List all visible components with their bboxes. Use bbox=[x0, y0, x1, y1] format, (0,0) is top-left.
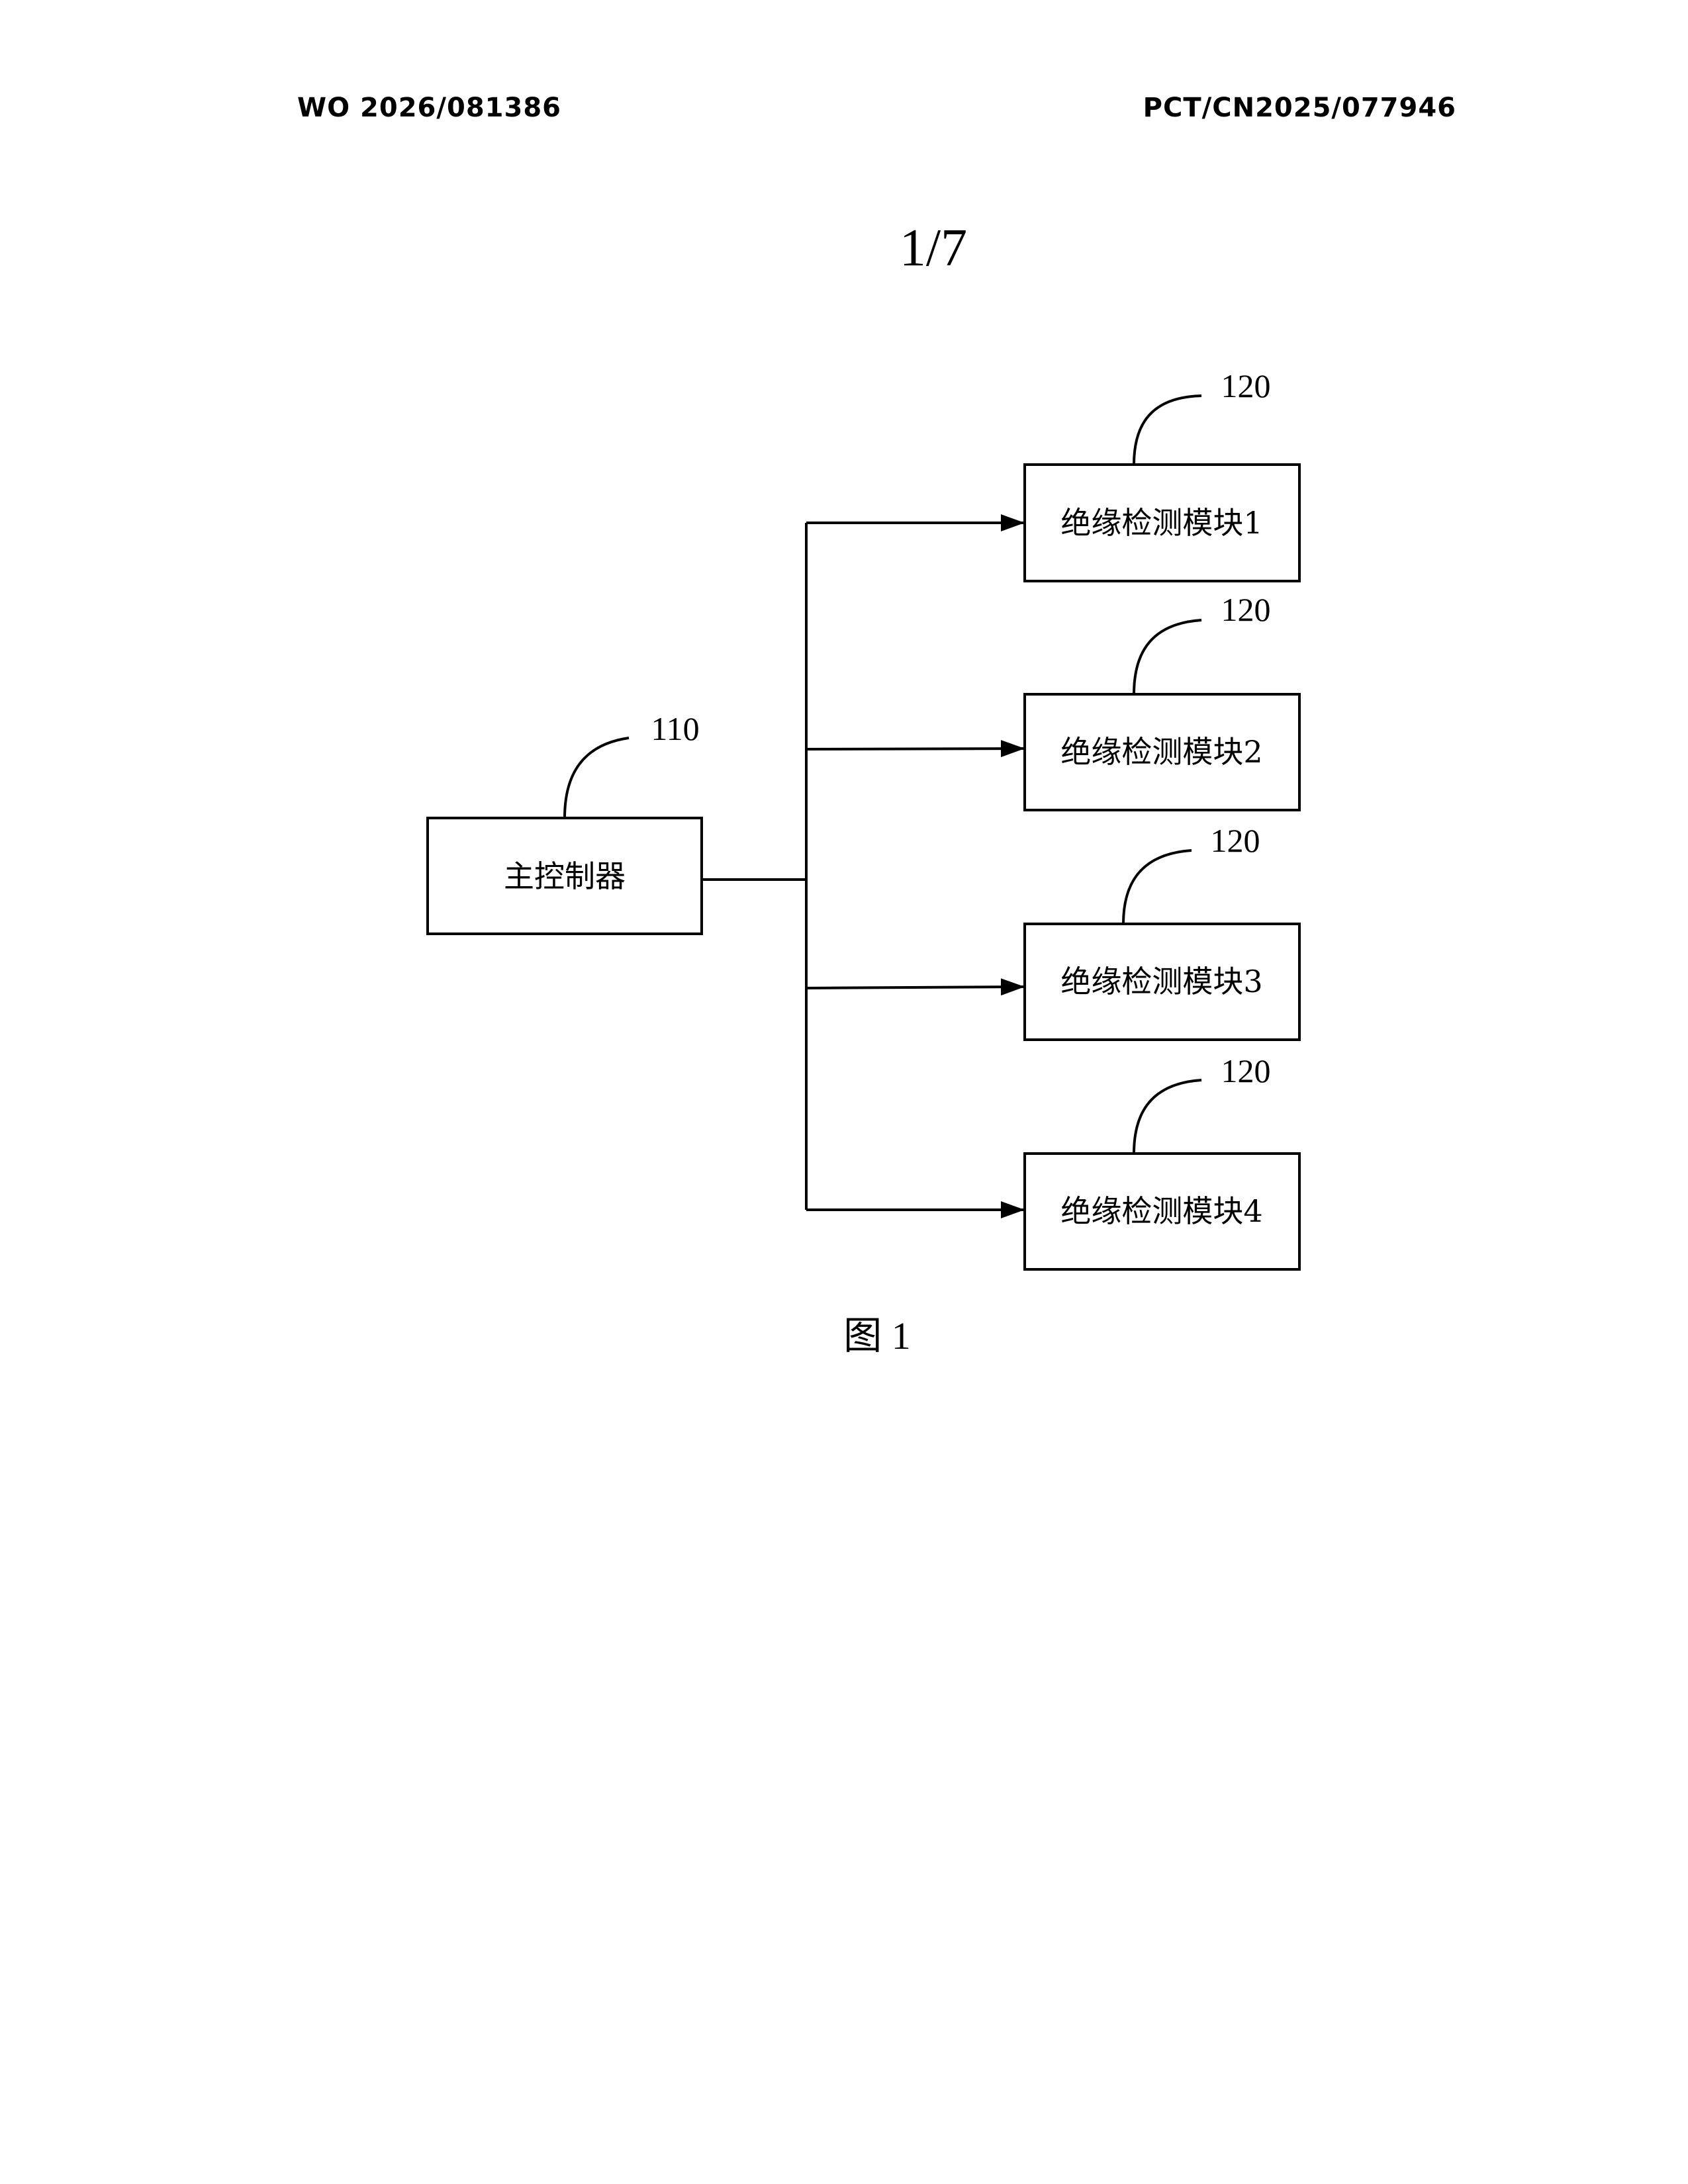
controller-reference-numeral: 110 bbox=[651, 710, 699, 747]
insulation-module-4-label: 绝缘检测模块4 bbox=[1060, 1193, 1262, 1229]
insulation-module-1-label: 绝缘检测模块1 bbox=[1060, 505, 1262, 541]
main-controller-label: 主控制器 bbox=[504, 858, 626, 894]
module-2-reference-leader bbox=[1134, 620, 1201, 694]
arrow-to-module-3 bbox=[806, 987, 1025, 988]
module-1-reference-numeral: 120 bbox=[1221, 367, 1271, 404]
module-4-reference-leader bbox=[1134, 1080, 1201, 1154]
insulation-module-3-label: 绝缘检测模块3 bbox=[1060, 964, 1262, 999]
insulation-module-2-block: 绝缘检测模块2 bbox=[1025, 694, 1299, 810]
main-controller-block: 主控制器 bbox=[428, 818, 702, 934]
module-3-reference-numeral: 120 bbox=[1211, 822, 1260, 859]
module-1-reference-leader bbox=[1134, 396, 1201, 465]
controller-reference-leader bbox=[565, 738, 629, 818]
insulation-module-1-block: 绝缘检测模块1 bbox=[1025, 465, 1299, 581]
figure-caption: 图 1 bbox=[0, 1317, 1688, 1355]
module-4-reference-numeral: 120 bbox=[1221, 1052, 1271, 1089]
insulation-module-3-block: 绝缘检测模块3 bbox=[1025, 924, 1299, 1040]
module-3-reference-leader bbox=[1123, 850, 1192, 924]
insulation-module-2-label: 绝缘检测模块2 bbox=[1060, 734, 1262, 770]
module-2-reference-numeral: 120 bbox=[1221, 591, 1271, 628]
insulation-module-4-block: 绝缘检测模块4 bbox=[1025, 1154, 1299, 1269]
